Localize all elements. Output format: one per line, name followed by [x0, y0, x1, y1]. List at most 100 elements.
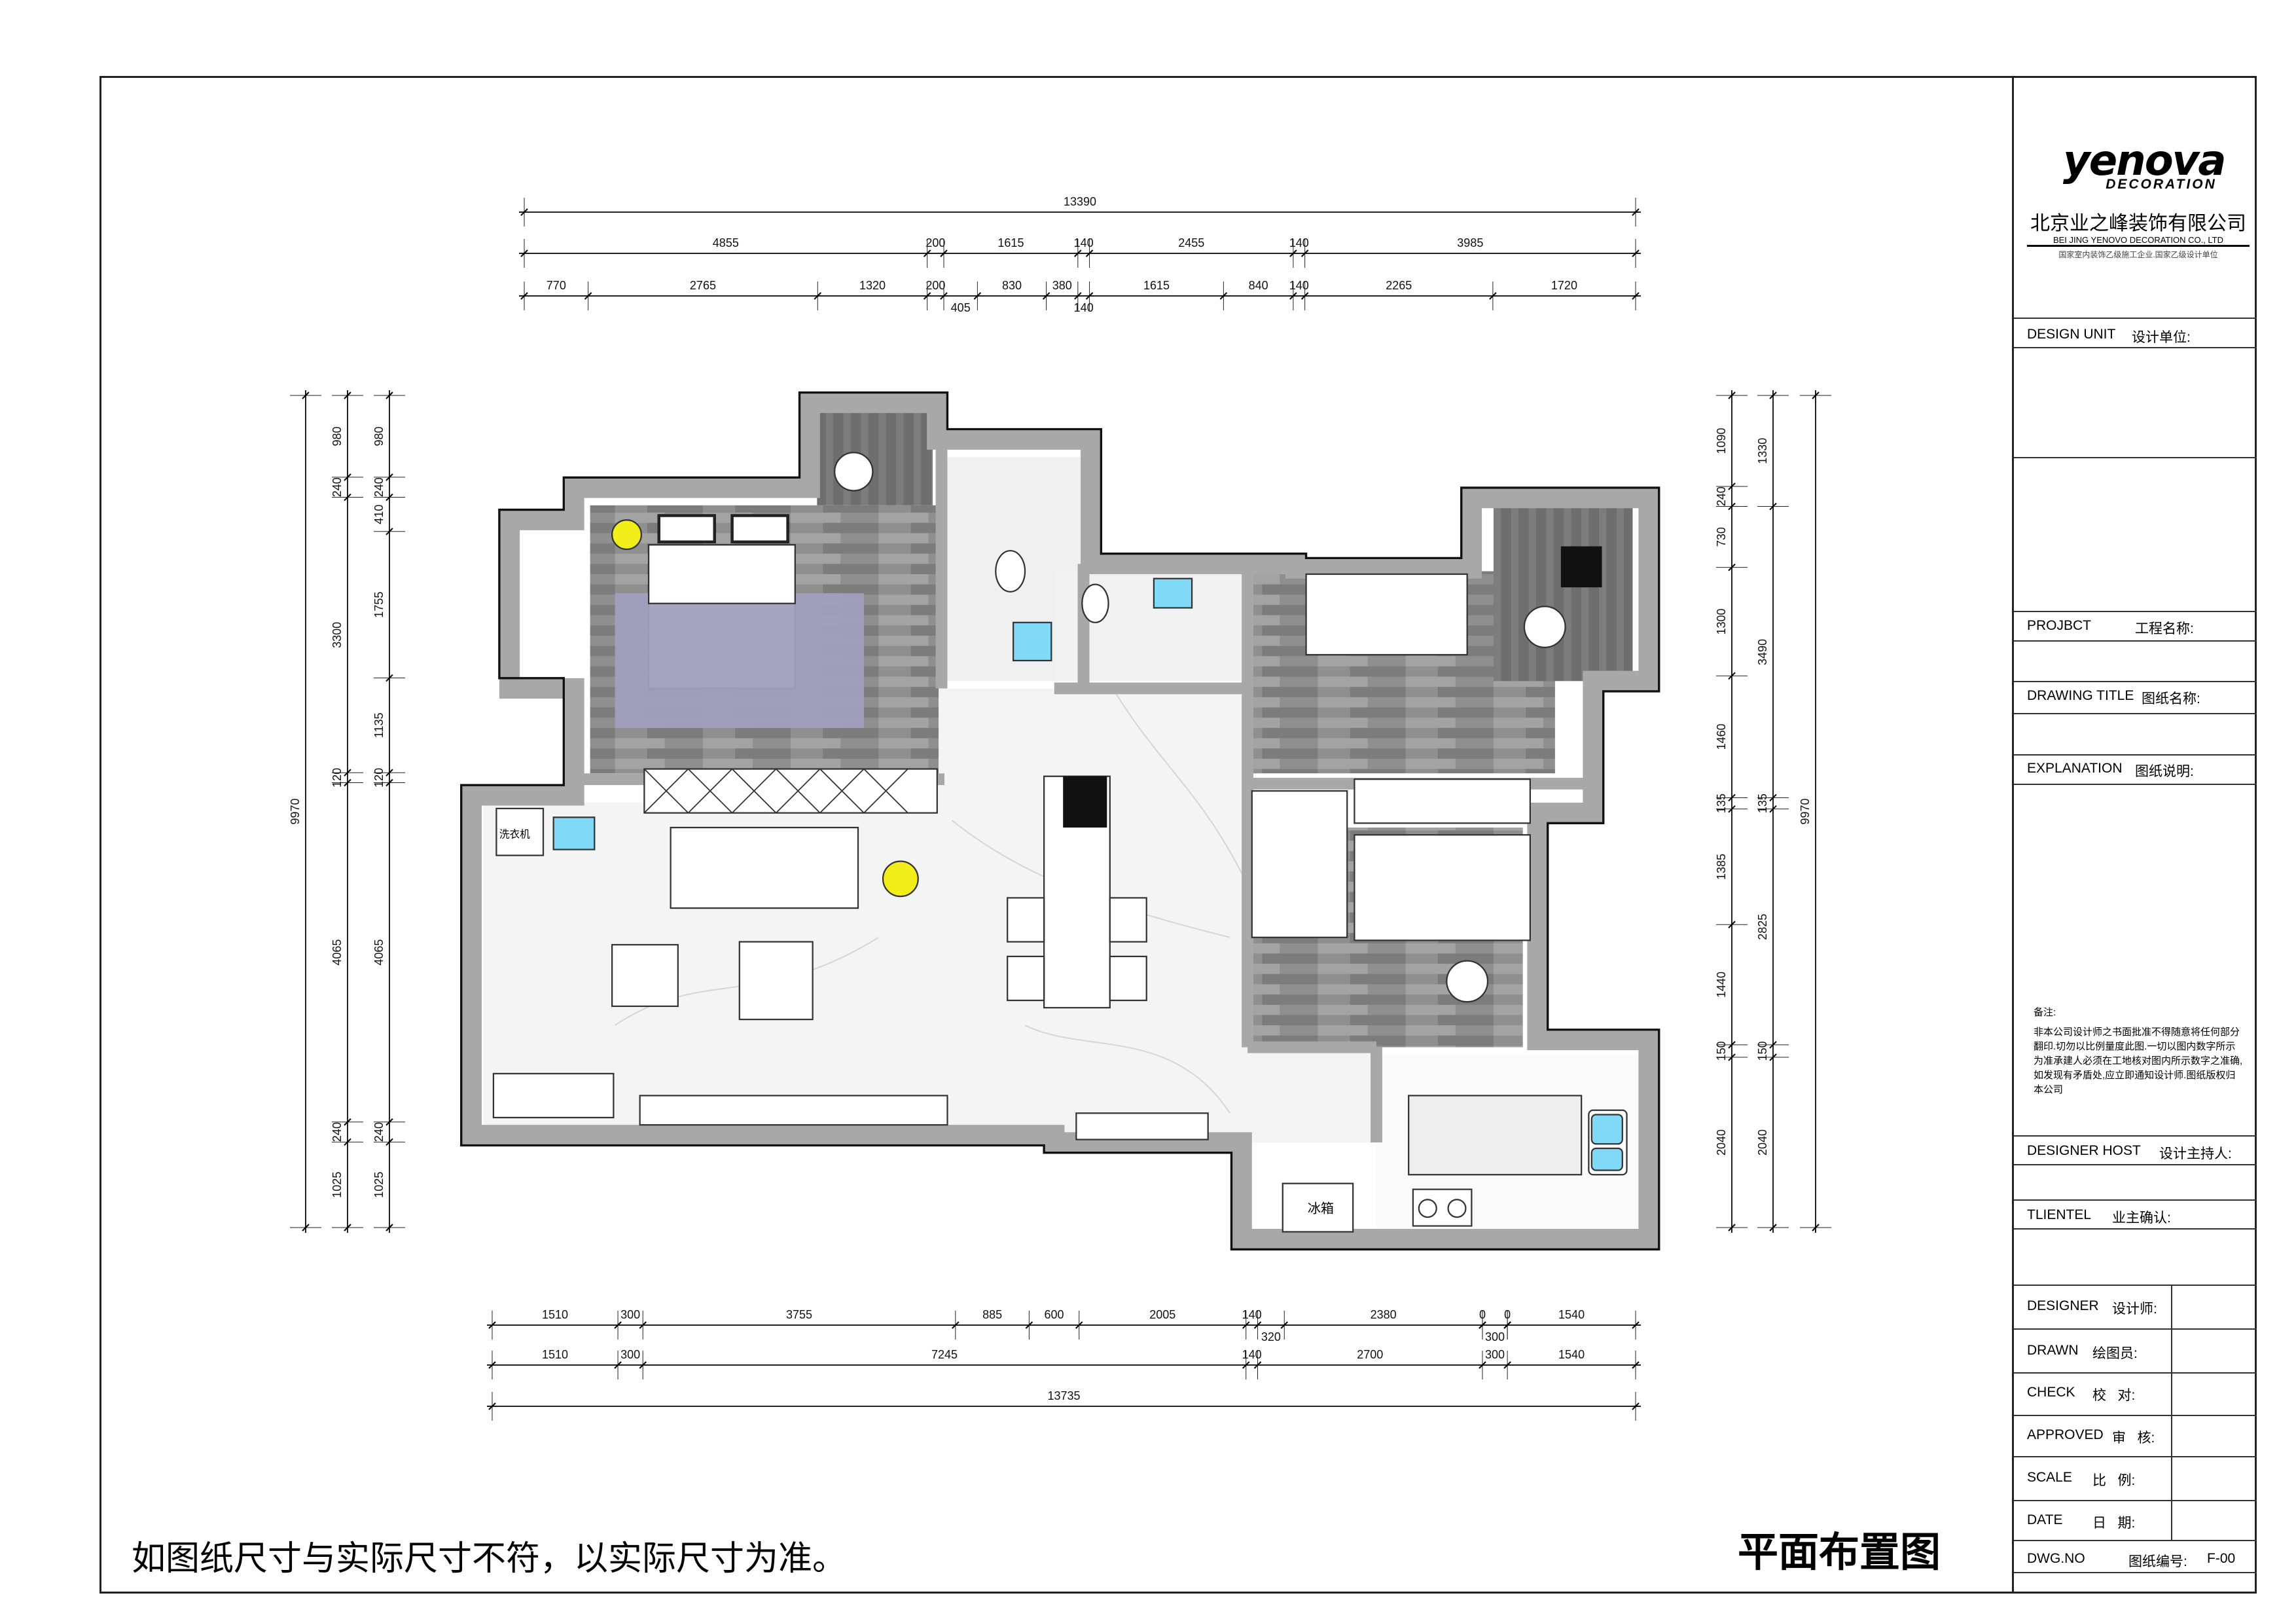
dimension-tick: [1769, 1053, 1777, 1061]
dimension-tick: [386, 473, 393, 481]
dimension-label: 600: [1045, 1308, 1064, 1321]
master-bed-top: [647, 544, 796, 604]
notes: 备注: 非本公司设计师之书面批准不得随意将任何部分翻印.切勿以比例量度此图.一切…: [2034, 1006, 2243, 1097]
floor-lamp: [882, 860, 919, 898]
dimension-tick: [1632, 208, 1640, 216]
bedroom-rug: [615, 593, 864, 728]
dimension-tick: [1253, 1321, 1262, 1329]
notes-text: 非本公司设计师之书面批准不得随意将任何部分翻印.切勿以比例量度此图.一切以图内数…: [2034, 1027, 2243, 1095]
dimension-label: 300: [1485, 1348, 1505, 1361]
dimension-label: 885: [982, 1308, 1002, 1321]
kitchen-sink-bowl: [1590, 1147, 1623, 1171]
logo-sub: DECORATION: [2106, 177, 2217, 192]
dimension-label: 1090: [1715, 428, 1728, 454]
dimension-label: 3490: [1756, 639, 1769, 665]
dimension-label: 240: [372, 477, 386, 497]
burner: [1418, 1199, 1437, 1218]
wardrobe-3: [1251, 790, 1348, 938]
laundry-sink: [552, 816, 596, 850]
divider: [2014, 1285, 2257, 1286]
divider: [2014, 1540, 2257, 1541]
dimension-label: 1510: [542, 1308, 568, 1321]
dimension-tick: [639, 1321, 647, 1329]
dimension-tick: [1242, 1361, 1250, 1369]
dimension-label: 150: [1715, 1041, 1728, 1061]
bed-3: [1354, 834, 1531, 941]
dimension-tick: [1632, 249, 1640, 257]
dimension-label: 410: [372, 505, 386, 524]
dimension-label: 240: [331, 477, 344, 497]
explanation-label: EXPLANATION: [2027, 761, 2123, 776]
dimension-label: 1460: [1715, 723, 1728, 750]
dimension-label: 240: [372, 1122, 386, 1142]
divider: [2014, 1135, 2257, 1137]
dimension-label: 240: [331, 1122, 344, 1142]
drawn-label: DRAWN: [2027, 1343, 2079, 1358]
dimension-tick: [1074, 292, 1082, 300]
date-label: DATE: [2027, 1512, 2063, 1527]
dimension-label: 1135: [372, 713, 386, 739]
master-balcony-floor: [817, 398, 933, 505]
scale-label: SCALE: [2027, 1470, 2072, 1485]
dimension-tick: [1289, 292, 1297, 300]
dimension-label: 2765: [690, 279, 716, 292]
dimension-tick: [1300, 249, 1309, 257]
chair: [1007, 955, 1045, 1002]
dimension-label: 1025: [331, 1172, 344, 1198]
dimension-label: 135: [1715, 793, 1728, 813]
dimension-tick: [488, 1321, 496, 1329]
explanation-label-cn: 图纸说明:: [2135, 764, 2194, 779]
dimension-label: 770: [547, 279, 566, 292]
dimension-label: 2825: [1756, 914, 1769, 940]
divider: [2014, 784, 2257, 785]
floor-lamp: [611, 519, 643, 551]
wardrobe-2: [1354, 778, 1531, 824]
dimension-tick: [344, 769, 351, 776]
dimension-label: 150: [1756, 1041, 1769, 1061]
toilet: [995, 550, 1026, 593]
dimension-tick: [1769, 1224, 1777, 1231]
burner: [1447, 1199, 1467, 1218]
dimension-label: 2005: [1149, 1308, 1175, 1321]
dimension-tick: [973, 292, 982, 300]
dimension-label: 405: [951, 301, 971, 314]
dimension-tick: [1632, 292, 1640, 300]
dimension-tick: [386, 1138, 393, 1146]
dimension-label: 4065: [372, 939, 386, 966]
dimension-tick: [923, 292, 931, 300]
dimension-label: 2700: [1357, 1348, 1383, 1361]
dimension-tick: [1042, 292, 1050, 300]
dimension-tick: [344, 493, 351, 501]
dimension-label: 3985: [1457, 236, 1483, 249]
dimension-label: 135: [1756, 793, 1769, 813]
divider: [2014, 457, 2257, 458]
divider: [2014, 640, 2257, 642]
dimension-tick: [302, 1224, 310, 1231]
exterior-wall-outline: [460, 391, 1660, 1251]
dimension-label: 1615: [997, 236, 1024, 249]
dimension-tick: [1479, 1321, 1486, 1329]
dimension-tick: [1075, 1321, 1083, 1329]
dwg-no-label-cn: 图纸编号:: [2128, 1554, 2187, 1569]
divider: [2014, 1572, 2257, 1573]
company-name-en: BEI JING YENOVO DECORATION CO., LTD: [2027, 236, 2250, 247]
drawing-name: 平面布置图: [1738, 1528, 1941, 1576]
dimension-tick: [344, 1224, 351, 1231]
dimension-tick: [923, 249, 931, 257]
dimension-tick: [1728, 793, 1736, 802]
dimension-label: 200: [925, 236, 945, 249]
dimension-label: 2040: [1715, 1129, 1728, 1156]
dimension-label: 140: [1074, 236, 1094, 249]
dimension-label: 1440: [1715, 972, 1728, 998]
dimension-tick: [1085, 292, 1094, 300]
washer: [495, 807, 545, 856]
scale-label-cn: 比 例:: [2092, 1473, 2136, 1488]
bed-2: [1305, 573, 1468, 656]
column-divider: [2171, 1285, 2172, 1540]
dimension-label: 13735: [1047, 1389, 1080, 1402]
dimension-label: 380: [1052, 279, 1072, 292]
dimension-tick: [386, 493, 393, 501]
dimension-tick: [1632, 1402, 1640, 1410]
dimension-tick: [940, 249, 948, 257]
dimension-label: 830: [1002, 279, 1022, 292]
